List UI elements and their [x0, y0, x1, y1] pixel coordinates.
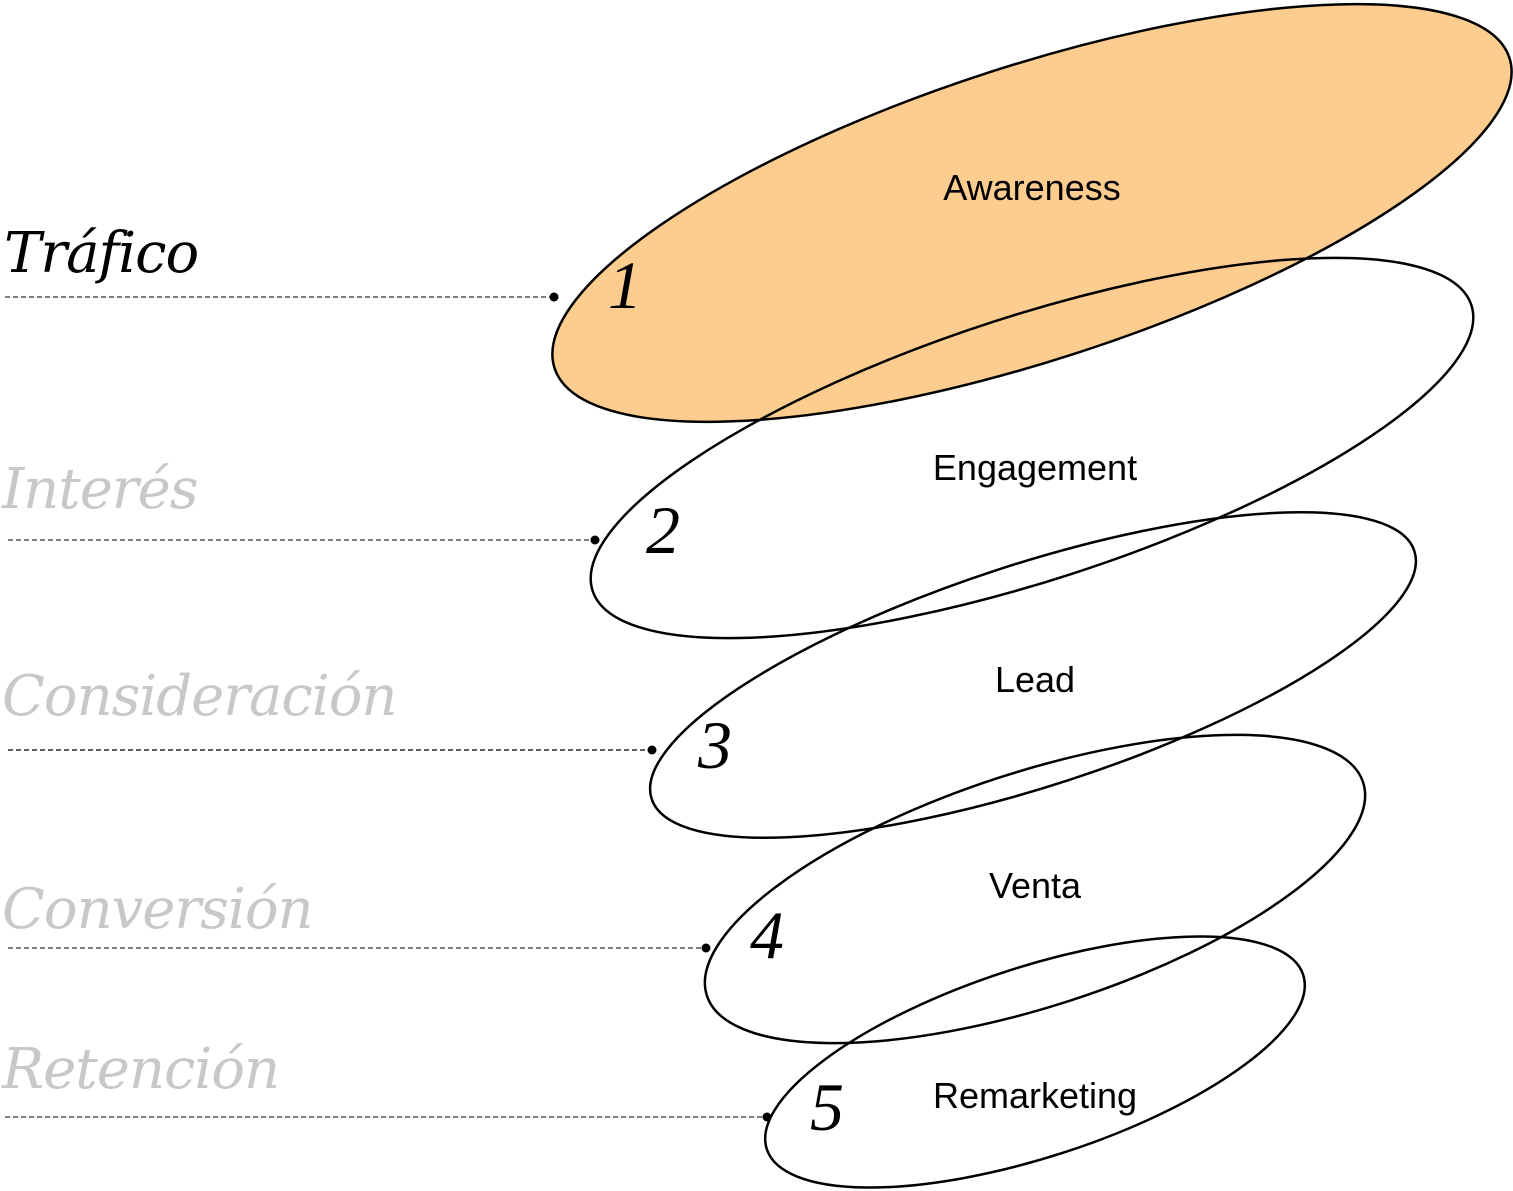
stage-3-number: 3	[697, 707, 732, 783]
stage-1-fill	[552, 4, 1512, 422]
stage-1-number: 1	[608, 247, 642, 323]
stage-5-label: Remarketing	[933, 1075, 1137, 1116]
stage-4-label: Venta	[989, 865, 1082, 906]
stage-1-ring[interactable]	[509, 0, 1513, 508]
stage-1-anchor-dot	[549, 292, 559, 302]
stage-1-label: Awareness	[943, 167, 1120, 208]
stage-3-ring[interactable]	[617, 446, 1448, 905]
stage-3-anchor-dot	[647, 745, 657, 755]
stage-2-anchor-dot	[590, 535, 600, 545]
stage-2-title: Interés	[1, 457, 197, 522]
stage-4-title: Conversión	[2, 877, 313, 942]
stage-4-number: 4	[750, 897, 784, 973]
stage-3-title: Consideración	[2, 664, 396, 729]
stage-2-ring[interactable]	[552, 180, 1512, 717]
stage-3-label: Lead	[995, 659, 1075, 700]
stage-5-ring[interactable]	[737, 885, 1332, 1191]
stage-1-title: Tráfico	[4, 221, 198, 286]
stage-4-anchor-dot	[701, 943, 711, 953]
stage-5-number: 5	[810, 1069, 844, 1145]
stage-2-label: Engagement	[933, 447, 1137, 488]
stage-2-number: 2	[646, 492, 680, 568]
stage-5-title: Retención	[1, 1037, 279, 1102]
stage-5-anchor-dot	[762, 1112, 772, 1122]
stage-4-ring[interactable]	[671, 671, 1400, 1107]
